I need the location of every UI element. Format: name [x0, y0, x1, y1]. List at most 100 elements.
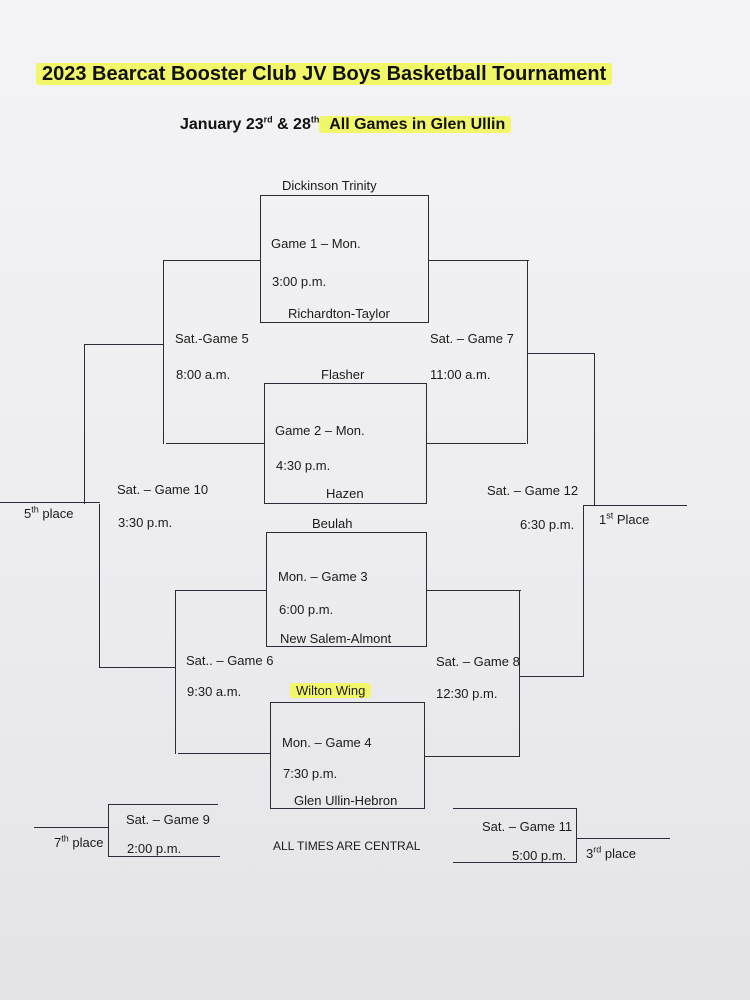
g12-bottom-line — [520, 676, 584, 678]
g8-side-line — [519, 590, 521, 757]
game5-label: Sat.-Game 5 — [175, 331, 249, 346]
fifth-place-word: place — [38, 506, 74, 521]
third-place-line — [576, 838, 670, 840]
game4-time: 7:30 p.m. — [283, 766, 338, 781]
fifth-place-sup: th — [31, 504, 39, 515]
game12-label: Sat. – Game 12 — [487, 483, 579, 498]
g7-top-line — [428, 260, 529, 262]
subtitle-location: All Games in Glen Ullin — [319, 116, 512, 133]
g4-top-line — [270, 702, 424, 704]
g7-bottom-line — [426, 443, 526, 445]
game10-label: Sat. – Game 10 — [117, 482, 209, 497]
tournament-title: 2023 Bearcat Booster Club JV Boys Basket… — [36, 62, 613, 86]
g5-top-line — [163, 260, 261, 262]
g5-side-line — [163, 260, 165, 444]
g11-bottom-line — [453, 862, 576, 864]
subtitle-sup-1: rd — [263, 114, 273, 125]
g6-bottom-line — [178, 753, 271, 755]
game2-time: 4:30 p.m. — [276, 458, 331, 473]
tournament-subtitle: January 23rd & 28th All Games in Glen Ul… — [180, 114, 512, 135]
g10-side-upper-line — [84, 344, 86, 504]
g1-bottom-line — [260, 322, 428, 324]
wilton-highlight: Wilton Wing — [290, 683, 372, 698]
team-glen-ullin-hebron: Glen Ullin-Hebron — [294, 793, 398, 808]
fifth-place-label: 5th place — [24, 504, 74, 521]
game11-label: Sat. – Game 11 — [482, 819, 573, 834]
times-note: ALL TIMES ARE CENTRAL — [273, 839, 421, 853]
g2-bottom-line — [264, 503, 426, 505]
g12-top-line — [527, 353, 594, 355]
g12-side-upper-line — [594, 353, 596, 505]
g6-top-line — [175, 590, 267, 592]
third-place-sup: rd — [593, 844, 602, 855]
seventh-place-num: 7 — [54, 835, 62, 850]
game7-time: 11:00 a.m. — [430, 367, 491, 382]
g4-left-line — [270, 702, 272, 809]
fifth-place-line — [0, 502, 100, 504]
g8-top-line — [426, 590, 521, 592]
seventh-place-sup: th — [61, 833, 69, 844]
game5-time: 8:00 a.m. — [176, 367, 231, 382]
game8-time: 12:30 p.m. — [436, 686, 498, 701]
third-place-num: 3 — [586, 846, 594, 861]
g7-side-line — [527, 260, 529, 444]
game1-label: Game 1 – Mon. — [271, 236, 361, 251]
game7-label: Sat. – Game 7 — [430, 331, 514, 346]
title-highlight: 2023 Bearcat Booster Club JV Boys Basket… — [36, 63, 613, 85]
fifth-place-num: 5 — [24, 506, 32, 521]
g3-left-line — [266, 532, 268, 647]
game6-time: 9:30 a.m. — [187, 684, 242, 699]
team-dickinson-trinity: Dickinson Trinity — [282, 178, 377, 193]
game2-label: Game 2 – Mon. — [275, 423, 365, 438]
seventh-place-word: place — [68, 835, 104, 850]
subtitle-sup-2: th — [310, 114, 320, 125]
third-place-word: place — [601, 846, 636, 861]
game10-time: 3:30 p.m. — [118, 515, 173, 530]
g4-right-line — [424, 702, 426, 809]
g10-bottom-line — [99, 667, 176, 669]
g10-top-line — [84, 344, 164, 346]
game3-label: Mon. – Game 3 — [278, 569, 368, 584]
third-place-label: 3rd place — [586, 844, 636, 861]
subtitle-date-2: & 28 — [272, 116, 311, 133]
g9-side-line — [108, 804, 110, 857]
team-flasher: Flasher — [321, 367, 365, 382]
g6-side-line — [175, 590, 177, 754]
game3-time: 6:00 p.m. — [279, 602, 334, 617]
first-place-label: 1st Place — [599, 511, 650, 527]
first-place-num: 1 — [599, 512, 607, 527]
game8-label: Sat. – Game 8 — [436, 654, 520, 669]
first-place-word: Place — [613, 512, 650, 527]
team-richardton-taylor: Richardton-Taylor — [288, 306, 390, 321]
g1-left-line — [260, 195, 262, 323]
game9-label: Sat. – Game 9 — [126, 812, 210, 827]
g11-side-line — [576, 808, 578, 863]
g9-top-line — [108, 804, 218, 806]
seventh-place-label: 7th place — [54, 833, 104, 850]
first-place-line — [584, 505, 687, 507]
g9-bottom-line — [108, 856, 220, 858]
g8-bottom-line — [424, 756, 520, 758]
subtitle-date-1: January 23 — [180, 116, 264, 133]
g3-bottom-line — [266, 646, 426, 648]
game12-time: 6:30 p.m. — [520, 517, 575, 532]
g12-side-lower-line — [583, 505, 585, 677]
g10-side-lower-line — [99, 504, 101, 668]
game6-label: Sat.. – Game 6 — [186, 653, 274, 668]
g1-top-line — [260, 195, 428, 197]
team-beulah: Beulah — [312, 516, 353, 531]
g11-top-line — [453, 808, 576, 810]
g5-bottom-line — [166, 443, 265, 445]
g3-right-line — [426, 532, 428, 647]
seventh-place-line — [34, 827, 109, 829]
team-new-salem-almont: New Salem-Almont — [280, 631, 392, 646]
game9-time: 2:00 p.m. — [127, 841, 182, 856]
g2-top-line — [264, 383, 426, 385]
g1-right-line — [428, 195, 430, 323]
team-hazen: Hazen — [326, 486, 364, 501]
game4-label: Mon. – Game 4 — [282, 735, 372, 750]
team-wilton-wing: Wilton Wing — [290, 683, 372, 698]
game1-time: 3:00 p.m. — [272, 274, 327, 289]
game11-time: 5:00 p.m. — [512, 848, 567, 863]
